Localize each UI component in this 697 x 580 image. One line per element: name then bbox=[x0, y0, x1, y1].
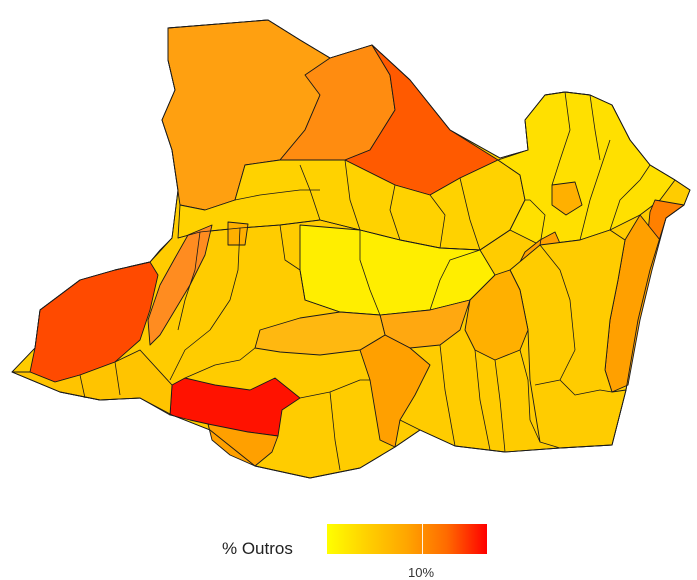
state-outline bbox=[11, 19, 691, 479]
region-east-orange-3 bbox=[551, 181, 583, 216]
region-south-orange-4 bbox=[464, 269, 529, 361]
legend-tick-mark bbox=[422, 524, 423, 554]
region-west-strip bbox=[147, 224, 213, 346]
choropleth-map bbox=[11, 19, 691, 479]
region-south-orange-5 bbox=[207, 423, 279, 467]
region-southwest-red bbox=[169, 377, 301, 437]
region-south-orange-3 bbox=[254, 311, 386, 356]
legend-tick-label: 10% bbox=[408, 565, 435, 580]
region-west-orange bbox=[227, 221, 249, 246]
municipal-boundaries bbox=[79, 91, 651, 471]
legend-title: % Outros bbox=[222, 539, 293, 558]
legend-gradient-bar bbox=[327, 524, 487, 554]
color-legend: % Outros 10% bbox=[222, 520, 522, 580]
